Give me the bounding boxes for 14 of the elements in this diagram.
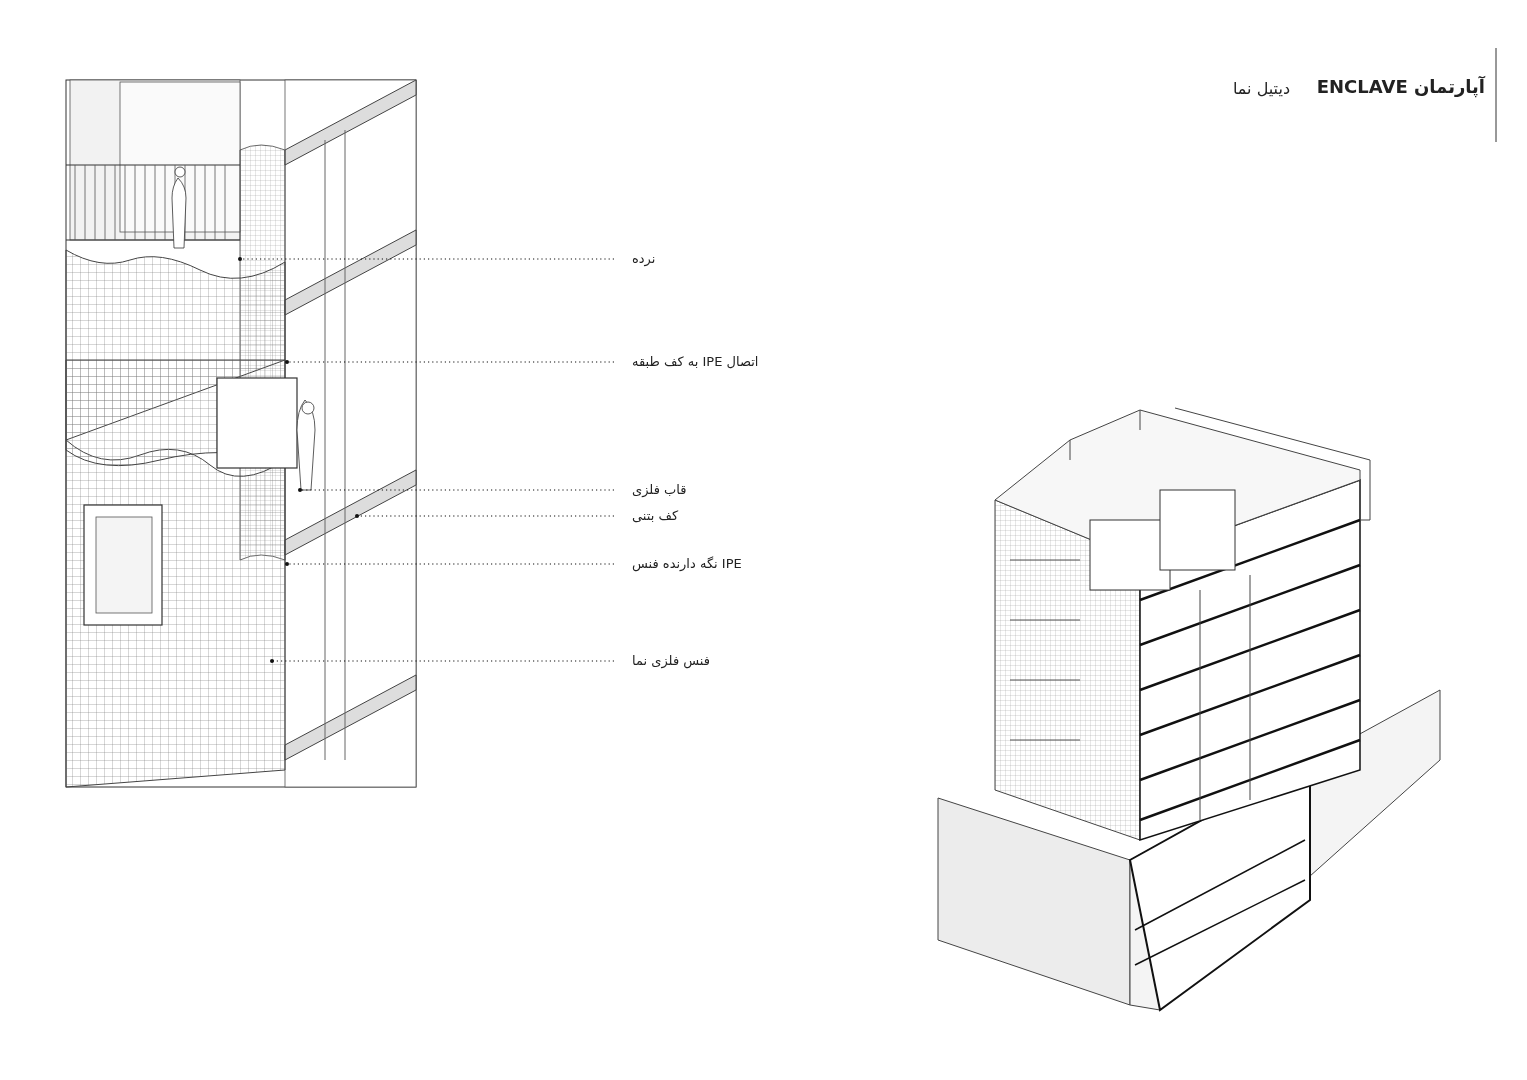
subtitle: دیتیل نما [1232, 79, 1290, 98]
title: آپارتمان ENCLAVE [1320, 76, 1485, 97]
leader-line [298, 488, 615, 492]
part-label: کف بتنی [632, 507, 679, 525]
leader-line [285, 360, 615, 364]
leader-line [355, 514, 615, 518]
part-label: اتصال IPE به کف طبقه [632, 353, 759, 371]
leader-line [270, 659, 615, 663]
part-label: IPE نگه دارنده فنس [632, 555, 742, 573]
leader-line [238, 257, 615, 261]
part-label: نرده [632, 250, 656, 268]
part-label: قاب فلزی [632, 481, 687, 499]
leader-line [285, 562, 615, 566]
part-label: فنس فلزی نما [632, 652, 710, 670]
